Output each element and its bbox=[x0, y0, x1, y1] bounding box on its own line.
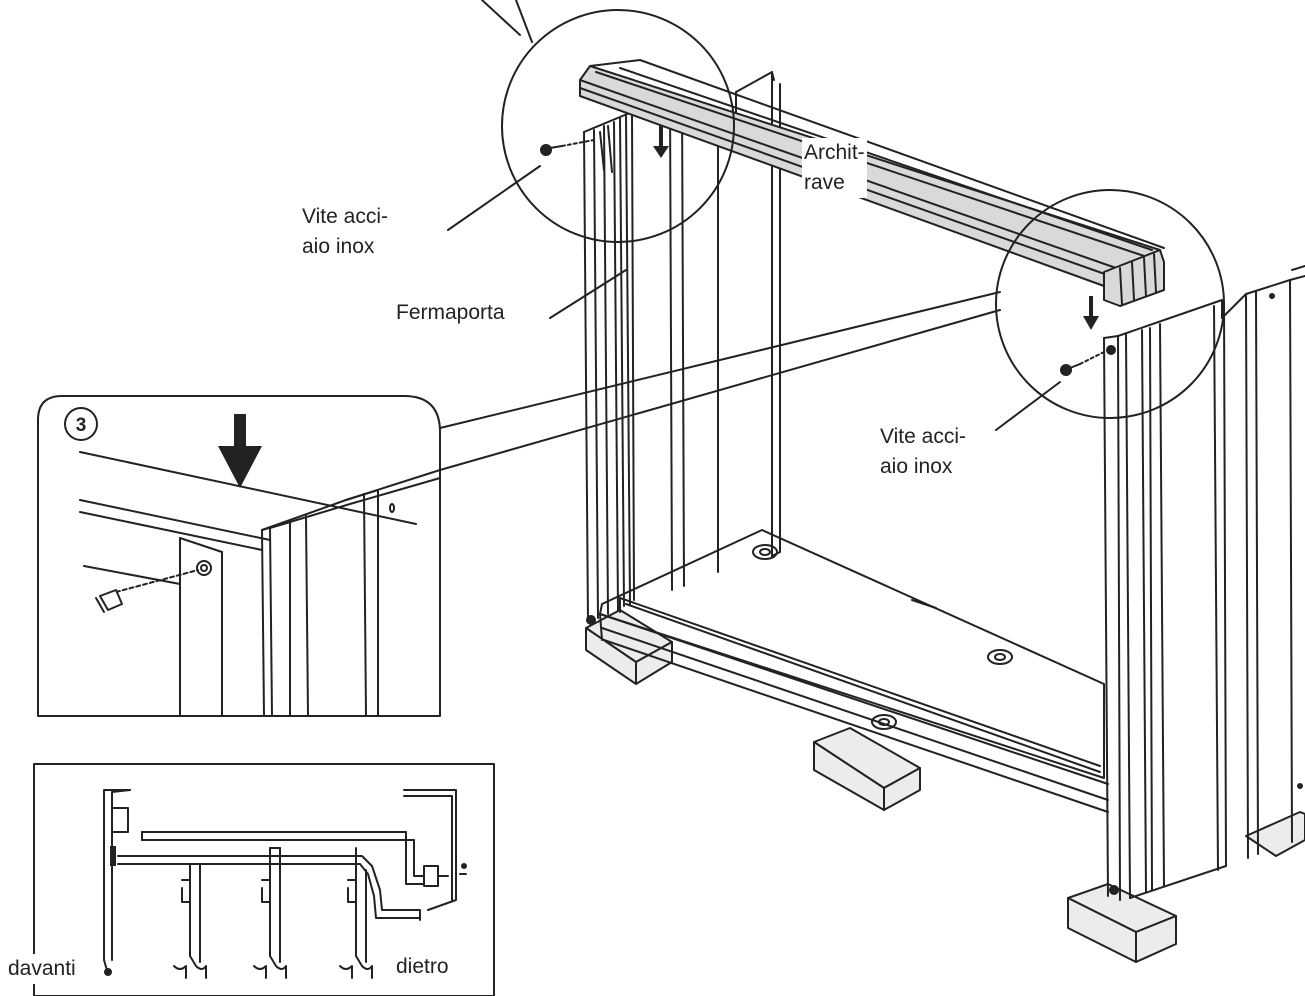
slot-1 bbox=[173, 863, 207, 979]
zoom-circle-right bbox=[995, 189, 1225, 419]
right-side-wall bbox=[1221, 265, 1305, 859]
screw-left-icon bbox=[540, 139, 595, 156]
circled-number-icon bbox=[64, 407, 98, 441]
down-arrow-icon bbox=[653, 126, 669, 158]
screw-left-label: Vite acci- aio inox bbox=[302, 202, 388, 262]
screw-right-label-line1: Vite acci- bbox=[880, 425, 966, 448]
floor-plate bbox=[599, 529, 1109, 813]
support-block-back-right bbox=[1245, 811, 1305, 857]
rail-cross-section bbox=[33, 763, 495, 996]
architrave-label-line2: rave bbox=[804, 171, 845, 194]
press-arrow-icon bbox=[218, 414, 262, 488]
shed-frame bbox=[501, 9, 1305, 963]
zoom-circle-left bbox=[501, 9, 735, 243]
callout-connectors bbox=[439, 291, 1001, 471]
screw-right-label-line2: aio inox bbox=[880, 455, 953, 478]
screw-left-label-line1: Vite acci- bbox=[302, 205, 388, 228]
back-label: dietro bbox=[396, 955, 449, 978]
left-front-post bbox=[583, 111, 635, 625]
front-label: davanti bbox=[6, 954, 78, 984]
support-block-right bbox=[1067, 883, 1177, 963]
leader-lines bbox=[447, 165, 1061, 431]
slot-3 bbox=[339, 847, 373, 979]
screw-left-label-line2: aio inox bbox=[302, 235, 375, 258]
screw-right-label: Vite acci- aio inox bbox=[880, 422, 966, 482]
support-block-middle bbox=[813, 727, 921, 811]
architrave-label-line1: Archit- bbox=[804, 141, 865, 164]
slot-2 bbox=[253, 847, 287, 979]
down-arrow-icon bbox=[1083, 296, 1099, 330]
pointer-lines-top bbox=[481, 0, 533, 43]
right-front-post bbox=[1103, 299, 1227, 901]
architrave-label: Archit- rave bbox=[802, 138, 867, 198]
doorstop-label: Fermaporta bbox=[396, 301, 505, 324]
detail-callout-step-3 bbox=[37, 395, 441, 717]
screw-right-icon bbox=[1060, 351, 1105, 376]
architrave-rail bbox=[579, 59, 1165, 307]
step-number: 3 bbox=[76, 415, 87, 436]
